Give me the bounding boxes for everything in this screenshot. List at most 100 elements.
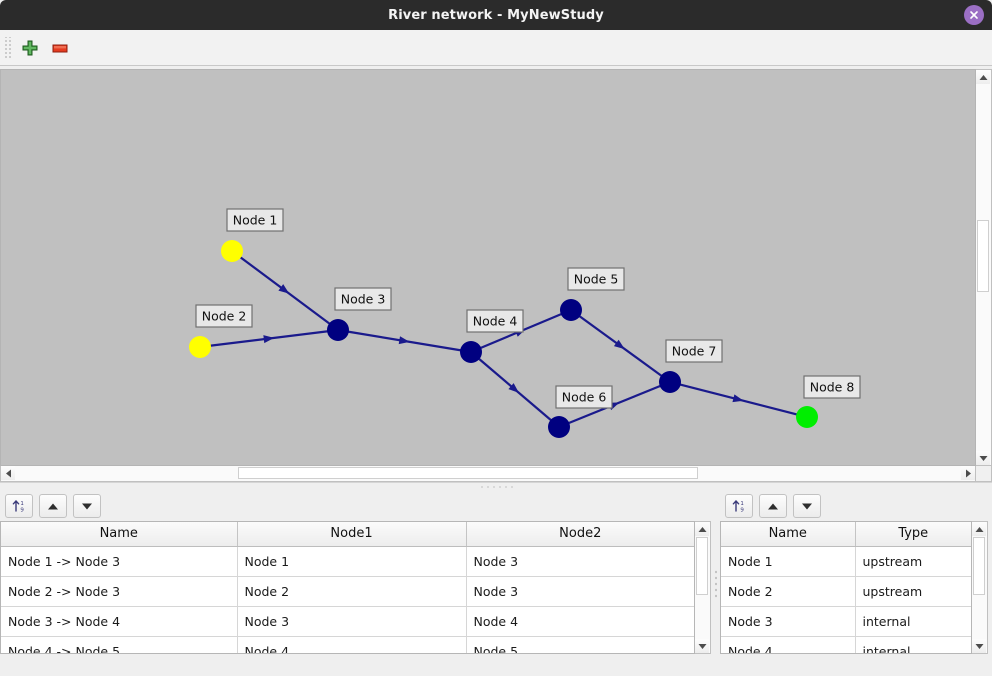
canvas-vertical-scrollbar[interactable] bbox=[976, 69, 992, 466]
node-scroll-up-arrow[interactable] bbox=[972, 522, 986, 536]
table-cell[interactable]: upstream bbox=[855, 546, 971, 577]
node-sort-button[interactable]: 1 9 bbox=[725, 494, 753, 518]
network-graph[interactable]: Node 1 Node 2 Node 3 Node 4 Node 5 Node 6 Node… bbox=[1, 70, 967, 465]
graph-edge[interactable] bbox=[347, 330, 462, 352]
scroll-right-arrow[interactable] bbox=[961, 466, 975, 480]
network-canvas[interactable]: Node 1 Node 2 Node 3 Node 4 Node 5 Node 6 Node… bbox=[0, 69, 976, 466]
reach-move-up-button[interactable] bbox=[39, 494, 67, 518]
reach-scroll-down-arrow[interactable] bbox=[695, 639, 709, 653]
node-label-node-6[interactable]: Node 6 bbox=[555, 385, 613, 409]
reach-sort-button[interactable]: 1 9 bbox=[5, 494, 33, 518]
table-cell[interactable]: Node 1 bbox=[721, 546, 856, 577]
table-cell[interactable]: internal bbox=[855, 636, 971, 653]
toolbar-drag-handle[interactable] bbox=[4, 36, 12, 59]
table-cell[interactable]: Node 3 bbox=[237, 606, 467, 637]
table-cell[interactable]: internal bbox=[855, 606, 971, 637]
triangle-up-icon bbox=[48, 503, 58, 509]
graph-node-node-2[interactable] bbox=[189, 336, 211, 358]
table-cell[interactable]: Node 1 -> Node 3 bbox=[1, 546, 238, 577]
table-cell[interactable]: Node 4 bbox=[466, 606, 694, 637]
horizontal-splitter[interactable] bbox=[0, 482, 992, 491]
vertical-splitter[interactable] bbox=[711, 491, 720, 676]
reach-vscroll-thumb[interactable] bbox=[696, 537, 708, 595]
graph-edge[interactable] bbox=[239, 256, 331, 325]
node-label-node-1[interactable]: Node 1 bbox=[226, 208, 284, 232]
node-column-header-name[interactable]: Name bbox=[721, 522, 856, 547]
reach-column-header-node1[interactable]: Node1 bbox=[237, 522, 467, 547]
node-label-node-8[interactable]: Node 8 bbox=[803, 375, 861, 399]
window-title: River network - MyNewStudy bbox=[388, 7, 604, 23]
table-cell[interactable]: Node 5 bbox=[466, 636, 694, 653]
node-label-node-3[interactable]: Node 3 bbox=[334, 287, 392, 311]
node-table-vertical-scrollbar[interactable] bbox=[972, 521, 988, 654]
graph-edge[interactable] bbox=[209, 330, 329, 347]
close-window-button[interactable] bbox=[964, 5, 984, 25]
reach-scroll-up-arrow[interactable] bbox=[695, 522, 709, 536]
reach-table-vertical-scrollbar[interactable] bbox=[695, 521, 711, 654]
triangle-right-icon bbox=[965, 469, 971, 477]
graph-node-node-4[interactable] bbox=[460, 341, 482, 363]
graph-node-node-8[interactable] bbox=[796, 406, 818, 428]
canvas-hscroll-thumb[interactable] bbox=[238, 467, 698, 479]
table-cell[interactable]: Node 3 bbox=[466, 576, 694, 607]
table-cell[interactable]: Node 2 -> Node 3 bbox=[1, 576, 238, 607]
graph-node-node-5[interactable] bbox=[560, 299, 582, 321]
graph-edge[interactable] bbox=[578, 314, 663, 378]
table-cell[interactable]: Node 3 -> Node 4 bbox=[1, 606, 238, 637]
node-label-node-7[interactable]: Node 7 bbox=[665, 339, 723, 363]
graph-node-node-7[interactable] bbox=[659, 371, 681, 393]
node-scroll-down-arrow[interactable] bbox=[972, 639, 986, 653]
table-cell[interactable]: Node 4 bbox=[721, 636, 856, 653]
node-move-up-button[interactable] bbox=[759, 494, 787, 518]
node-move-down-button[interactable] bbox=[793, 494, 821, 518]
scroll-left-arrow[interactable] bbox=[1, 466, 15, 480]
canvas-vscroll-thumb[interactable] bbox=[977, 220, 989, 292]
reach-column-header-node2[interactable]: Node2 bbox=[466, 522, 694, 547]
add-node-button[interactable] bbox=[15, 33, 45, 63]
table-cell[interactable]: Node 3 bbox=[721, 606, 856, 637]
node-vscroll-thumb[interactable] bbox=[973, 537, 985, 595]
node-column-header-type[interactable]: Type bbox=[855, 522, 971, 547]
table-cell[interactable]: Node 3 bbox=[466, 546, 694, 577]
table-cell[interactable]: Node 2 bbox=[721, 576, 856, 607]
canvas-horizontal-scrollbar[interactable] bbox=[0, 466, 976, 482]
delete-node-button[interactable] bbox=[45, 33, 75, 63]
node-label-node-5[interactable]: Node 5 bbox=[567, 267, 625, 291]
node-label-text: Node 7 bbox=[672, 344, 717, 359]
node-label-text: Node 8 bbox=[810, 380, 855, 395]
scroll-up-arrow[interactable] bbox=[976, 70, 990, 84]
table-cell[interactable]: Node 2 bbox=[237, 576, 467, 607]
scroll-down-arrow[interactable] bbox=[976, 451, 990, 465]
table-cell[interactable]: Node 4 -> Node 5 bbox=[1, 636, 238, 653]
table-cell[interactable]: Node 1 bbox=[237, 546, 467, 577]
graph-node-node-1[interactable] bbox=[221, 240, 243, 262]
graph-node-node-6[interactable] bbox=[548, 416, 570, 438]
node-label-node-2[interactable]: Node 2 bbox=[195, 304, 253, 328]
triangle-up-icon bbox=[768, 503, 778, 509]
reach-column-header-name[interactable]: Name bbox=[1, 522, 238, 547]
node-label-node-4[interactable]: Node 4 bbox=[466, 309, 524, 333]
table-cell[interactable]: upstream bbox=[855, 576, 971, 607]
table-cell[interactable]: Node 4 bbox=[237, 636, 467, 653]
graph-node-node-3[interactable] bbox=[327, 319, 349, 341]
reach-move-down-button[interactable] bbox=[73, 494, 101, 518]
graph-edge[interactable] bbox=[477, 357, 553, 422]
graph-edge[interactable] bbox=[679, 383, 798, 416]
